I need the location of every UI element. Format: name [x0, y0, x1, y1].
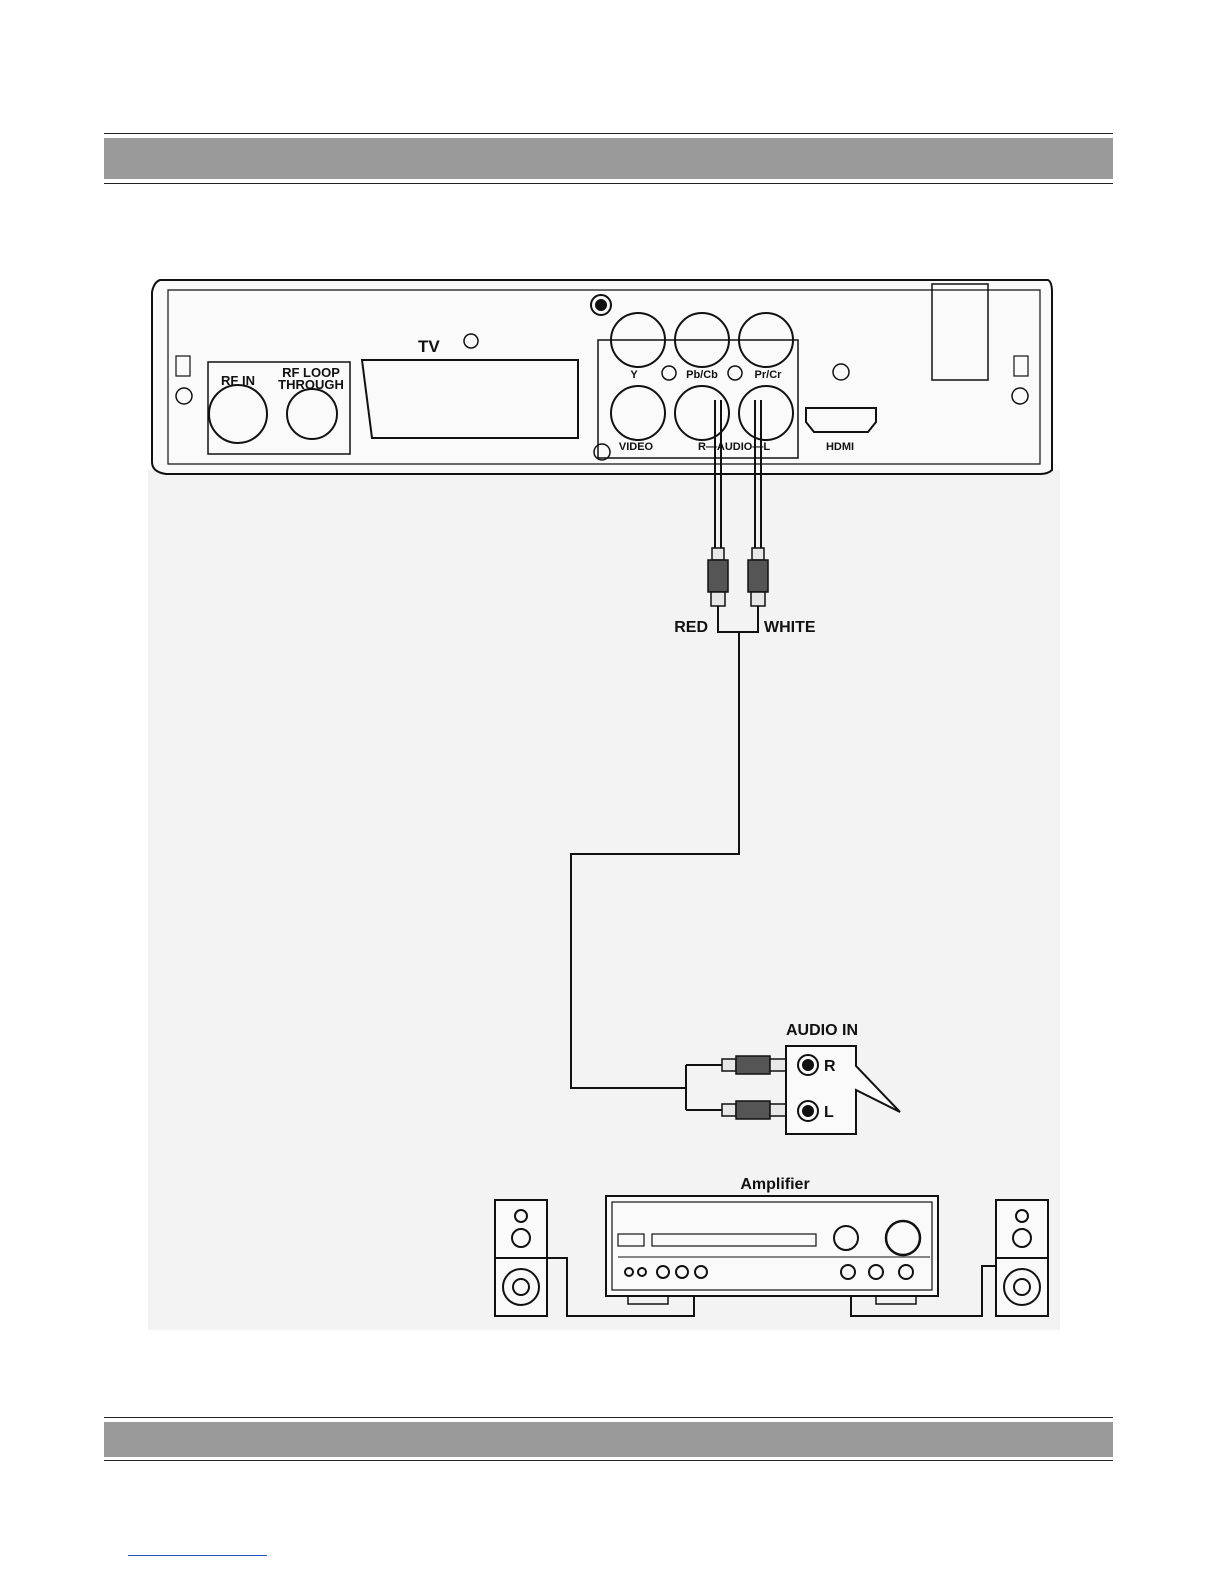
amplifier [606, 1196, 938, 1304]
label-white: WHITE [764, 619, 816, 636]
label-hdmi: HDMI [826, 441, 854, 453]
label-audio-in-r: R [824, 1058, 836, 1075]
footer-rule-bottom [104, 1460, 1113, 1461]
speaker-right [996, 1200, 1048, 1316]
footer-band [104, 1417, 1113, 1463]
ground-screw-center [596, 300, 606, 310]
label-pr-cr: Pr/Cr [755, 369, 783, 381]
audio-in-l-jack-center [803, 1106, 813, 1116]
footer-link-underline[interactable] [128, 1555, 267, 1556]
label-audio-in: AUDIO IN [786, 1022, 858, 1039]
label-pb-cb: Pb/Cb [686, 369, 718, 381]
label-video: VIDEO [619, 441, 654, 453]
label-audio-in-l: L [824, 1104, 834, 1121]
audio-in-r-jack-center [803, 1060, 813, 1070]
label-red: RED [674, 619, 708, 636]
label-amplifier: Amplifier [740, 1176, 809, 1193]
label-tv: TV [418, 337, 440, 356]
label-rf-loop-line2: THROUGH [278, 377, 344, 392]
label-rf-in: RF IN [221, 373, 255, 388]
footer-bar [104, 1422, 1113, 1457]
speaker-left [495, 1200, 547, 1316]
label-audio: R—AUDIO—L [698, 441, 770, 453]
footer-rule-top [104, 1417, 1113, 1418]
label-y: Y [630, 369, 638, 381]
